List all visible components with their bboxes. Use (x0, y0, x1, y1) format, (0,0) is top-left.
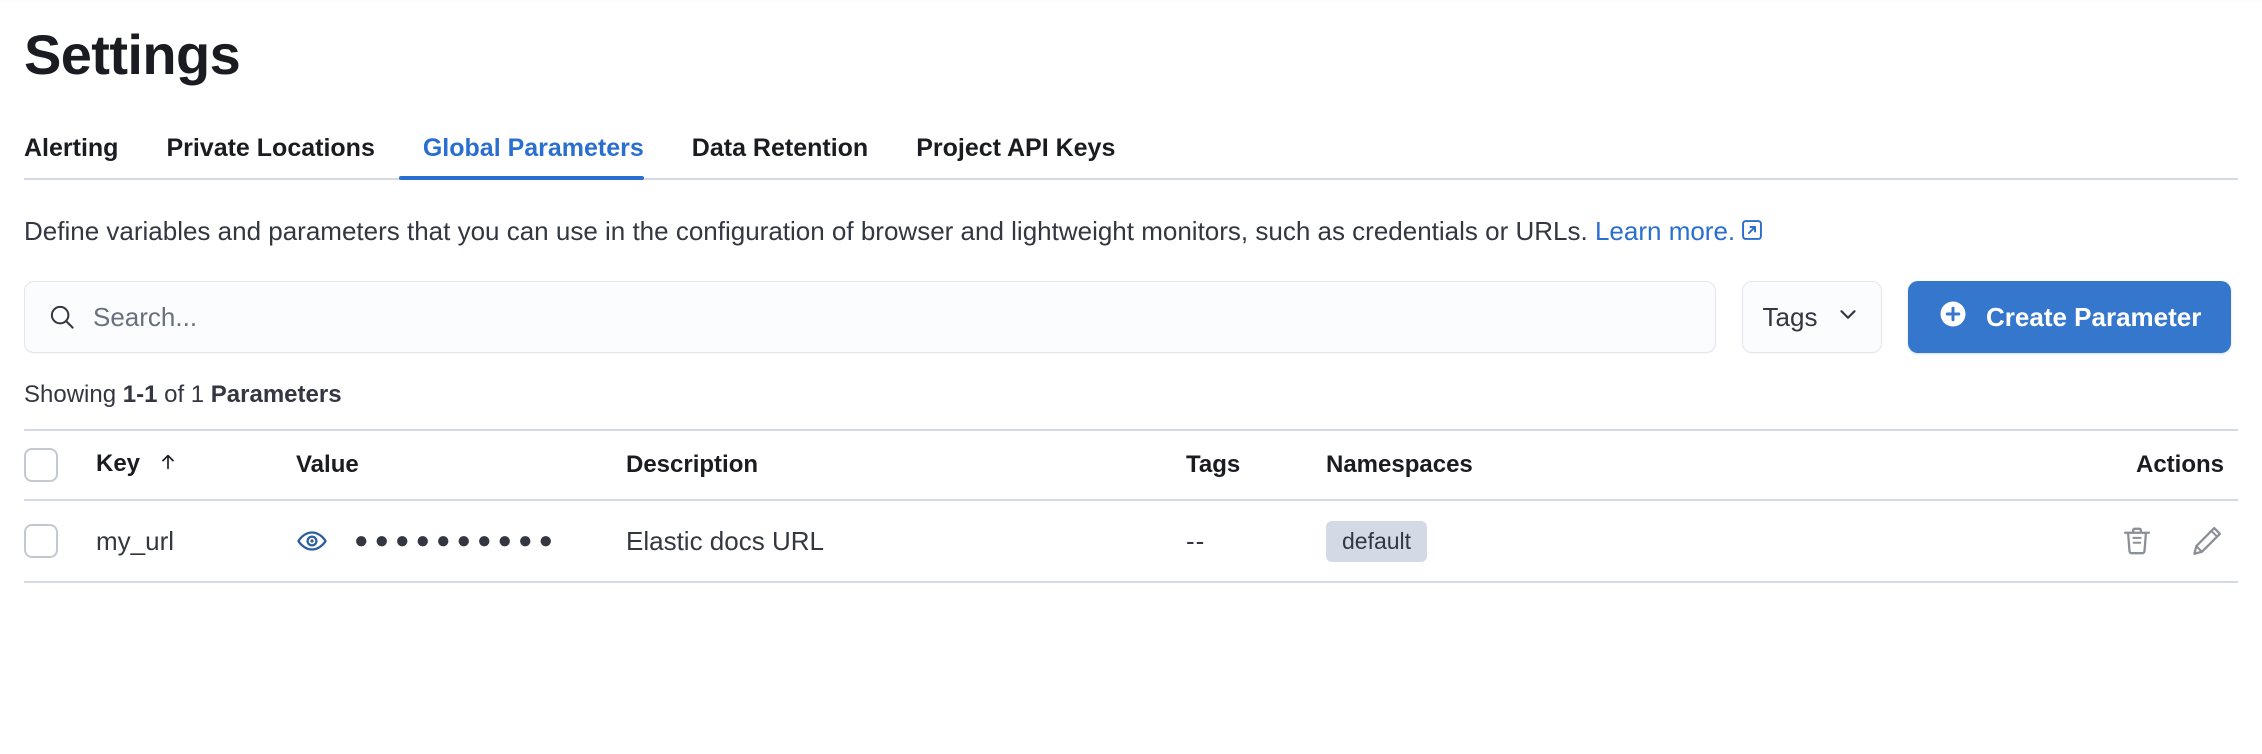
tab-global-parameters[interactable]: Global Parameters (398, 134, 668, 180)
pencil-icon[interactable] (2190, 524, 2224, 558)
tab-data-retention-label: Data Retention (691, 134, 869, 162)
search-icon (47, 302, 77, 332)
row-value-cell: ●●●●●●●●●● (296, 500, 626, 583)
page-title: Settings (24, 23, 241, 86)
arrow-up-icon (157, 451, 179, 480)
chevron-down-icon (1835, 301, 1861, 334)
learn-more-label: Learn more. (1594, 216, 1736, 246)
column-namespaces[interactable]: Namespaces (1326, 429, 1856, 501)
search-box[interactable] (24, 281, 1716, 353)
column-tags-label: Tags (1186, 451, 1241, 478)
summary-prefix: Showing (24, 381, 123, 408)
column-select-all (24, 429, 96, 501)
row-key-value: my_url (96, 525, 175, 556)
plus-circle-icon (1938, 299, 1968, 336)
controls-row: Tags Create Parameter (24, 281, 2238, 353)
row-select-cell (24, 500, 96, 583)
row-actions-cell (1856, 500, 2238, 583)
tags-filter-button[interactable]: Tags (1742, 281, 1882, 353)
parameters-table: Key Value Description Tags (24, 429, 2238, 583)
settings-tabs: Alerting Private Locations Global Parame… (24, 120, 2238, 180)
eye-icon[interactable] (296, 525, 328, 557)
description-text: Define variables and parameters that you… (24, 216, 1588, 246)
row-description-cell: Elastic docs URL (626, 500, 1186, 583)
tab-private-locations[interactable]: Private Locations (142, 134, 398, 178)
summary-entity: Parameters (210, 381, 342, 408)
column-description[interactable]: Description (626, 429, 1186, 501)
column-value-label: Value (296, 451, 359, 478)
tab-data-retention[interactable]: Data Retention (668, 134, 892, 178)
table-header-row: Key Value Description Tags (24, 429, 2238, 501)
row-tags-value: -- (1186, 525, 1206, 556)
trash-icon[interactable] (2120, 524, 2154, 558)
row-tags-cell: -- (1186, 500, 1326, 583)
row-value-masked: ●●●●●●●●●● (354, 527, 559, 554)
column-value[interactable]: Value (296, 429, 626, 501)
column-description-label: Description (626, 451, 759, 478)
table-body: my_url ●●●●●●●●●● (24, 500, 2238, 583)
tab-project-api-keys-label: Project API Keys (916, 134, 1116, 162)
column-namespaces-label: Namespaces (1326, 451, 1473, 478)
external-link-icon (1741, 207, 1763, 257)
tab-global-parameters-label: Global Parameters (422, 134, 644, 162)
row-checkbox[interactable] (24, 524, 58, 559)
column-tags[interactable]: Tags (1186, 429, 1326, 501)
tab-alerting[interactable]: Alerting (24, 134, 142, 178)
row-namespaces-cell: default (1326, 500, 1856, 583)
results-summary: Showing 1-1 of 1 Parameters (24, 381, 2238, 409)
table-head: Key Value Description Tags (24, 429, 2238, 501)
summary-middle: of 1 (157, 381, 211, 408)
table-row[interactable]: my_url ●●●●●●●●●● (24, 500, 2238, 583)
create-parameter-label: Create Parameter (1986, 301, 2202, 332)
row-description-value: Elastic docs URL (626, 525, 824, 556)
search-input[interactable] (93, 301, 1693, 333)
summary-range: 1-1 (122, 381, 158, 408)
column-key[interactable]: Key (96, 429, 296, 501)
tags-filter-label: Tags (1762, 301, 1818, 332)
page-description: Define variables and parameters that you… (24, 206, 2238, 257)
row-key-cell: my_url (96, 500, 296, 583)
select-all-checkbox[interactable] (24, 448, 58, 482)
namespace-badge: default (1326, 520, 1428, 562)
column-actions: Actions (1856, 429, 2238, 501)
tab-private-locations-label: Private Locations (166, 134, 375, 162)
tab-project-api-keys[interactable]: Project API Keys (892, 134, 1139, 178)
column-key-label: Key (96, 450, 141, 477)
tab-alerting-label: Alerting (24, 134, 119, 162)
learn-more-link[interactable]: Learn more. (1595, 216, 1763, 246)
column-actions-label: Actions (2135, 451, 2224, 478)
create-parameter-button[interactable]: Create Parameter (1908, 281, 2232, 353)
